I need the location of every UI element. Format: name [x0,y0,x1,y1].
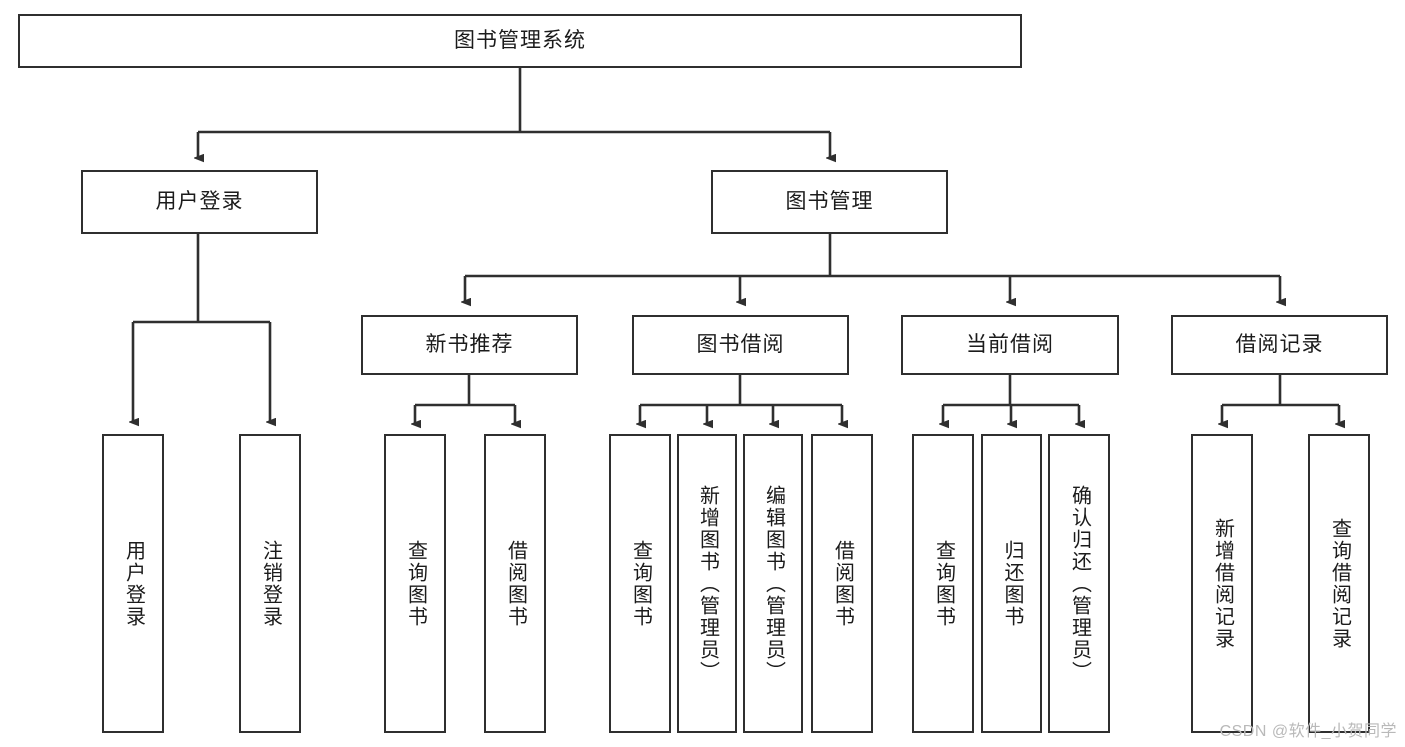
leaf-return-book[interactable]: 归还图书 [981,434,1042,733]
leaf-user-login[interactable]: 用户登录 [102,434,164,733]
leaf-add-book[interactable]: 新增图书（管理员） [677,434,737,733]
leaf-add-record[interactable]: 新增借阅记录 [1191,434,1253,733]
node-user-login[interactable]: 用户登录 [81,170,318,234]
node-root-label: 图书管理系统 [454,28,586,52]
leaf-borrow-book-2[interactable]: 借阅图书 [811,434,873,733]
leaf-query-book-3[interactable]: 查询图书 [912,434,974,733]
leaf-query-book-1[interactable]: 查询图书 [384,434,446,733]
node-new-book-rec[interactable]: 新书推荐 [361,315,578,375]
leaf-borrow-book-1[interactable]: 借阅图书 [484,434,546,733]
leaf-borrow-book-1-label: 借阅图书 [504,539,527,628]
node-root[interactable]: 图书管理系统 [18,14,1022,68]
leaf-return-book-label: 归还图书 [1001,539,1023,628]
node-borrow-record-label: 借阅记录 [1235,332,1324,356]
node-book-manage[interactable]: 图书管理 [711,170,948,234]
node-borrow-record[interactable]: 借阅记录 [1171,315,1388,375]
leaf-query-book-3-label: 查询图书 [932,539,955,628]
node-new-book-rec-label: 新书推荐 [425,332,514,356]
leaf-edit-book[interactable]: 编辑图书（管理员） [743,434,803,733]
node-book-borrow[interactable]: 图书借阅 [632,315,849,375]
leaf-query-record-label: 查询借阅记录 [1328,517,1351,650]
leaf-query-book-2[interactable]: 查询图书 [609,434,671,733]
node-user-login-label: 用户登录 [155,189,244,213]
leaf-query-book-1-label: 查询图书 [404,539,427,628]
leaf-add-book-label: 新增图书（管理员） [696,484,719,683]
leaf-edit-book-label: 编辑图书（管理员） [762,484,785,683]
node-book-manage-label: 图书管理 [785,189,874,213]
leaf-logout-login[interactable]: 注销登录 [239,434,301,733]
leaf-logout-login-label: 注销登录 [259,539,282,628]
node-current-borrow[interactable]: 当前借阅 [901,315,1119,375]
leaf-confirm-return[interactable]: 确认归还（管理员） [1048,434,1110,733]
leaf-add-record-label: 新增借阅记录 [1211,517,1234,650]
node-current-borrow-label: 当前借阅 [966,332,1054,356]
leaf-query-book-2-label: 查询图书 [629,539,652,628]
leaf-confirm-return-label: 确认归还（管理员） [1068,484,1091,683]
csdn-watermark: CSDN @软件_小贺同学 [1219,723,1397,740]
leaf-user-login-label: 用户登录 [122,539,145,628]
leaf-query-record[interactable]: 查询借阅记录 [1308,434,1370,733]
leaf-borrow-book-2-label: 借阅图书 [831,539,854,628]
node-book-borrow-label: 图书借阅 [696,332,785,356]
